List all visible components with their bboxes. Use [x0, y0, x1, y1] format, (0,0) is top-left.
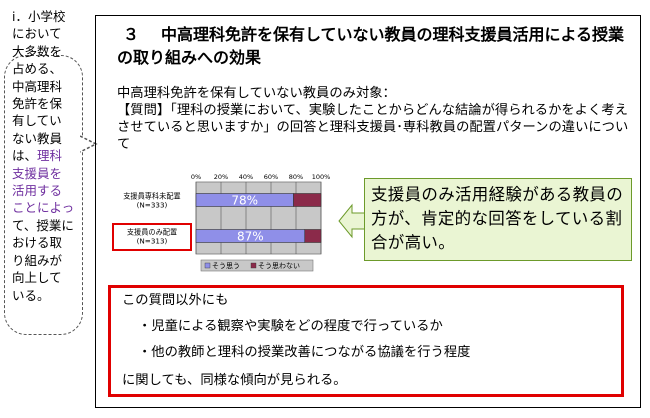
note-line-1: この質問以外にも — [122, 293, 229, 308]
target-line: 中高理科免許を保有していない教員のみ対象： — [117, 86, 396, 101]
survey-chart: 0% 20% 40% 60% 80% 100% 78% 支援員専科未配置(N=333) 87% 支… — [108, 170, 338, 280]
category-highlight — [112, 223, 192, 251]
bubble-text-part1: ⅰ．小学校において大多数を占める、中高理科免許を保有していない教員は、 — [12, 9, 66, 164]
x-tick-label: 0% — [191, 173, 201, 181]
survey-chart-svg: 0% 20% 40% 60% 80% 100% 78% 支援員専科未配置(N=333) 87% 支… — [112, 173, 331, 272]
legend-label: そう思わない — [258, 262, 300, 270]
note-line-3: ・他の教師と理科の授業改善につながる協議を行う程度 — [138, 345, 471, 360]
bubble-tail — [80, 135, 98, 153]
bar-disagree — [304, 229, 322, 243]
legend-swatch — [204, 262, 211, 269]
bubble-text: ⅰ．小学校において大多数を占める、中高理科免許を保有していない教員は、理科支援員… — [12, 8, 74, 304]
x-tick-label: 60% — [264, 173, 278, 181]
note-line-4: に関しても、同様な傾向が見られる。 — [122, 373, 347, 388]
section-title-text: 中高理科免許を保有していない教員の理科支援員活用による授業の取り組みへの効果 — [117, 25, 625, 67]
category-count: (N=333) — [137, 201, 168, 210]
data-label: 87% — [237, 230, 264, 244]
main-frame — [95, 15, 641, 408]
question-line: 【質問】「理科の授業において、実験したことからどんな結論が得られるかをよく考えさ… — [117, 103, 629, 152]
conclusion-callout — [364, 178, 632, 261]
section-number: ３ — [123, 25, 140, 44]
x-tick-label: 20% — [214, 173, 228, 181]
conclusion-text: 支援員のみ活用経験がある教員の方が、肯定的な回答をしている割合が高い。 — [371, 185, 623, 252]
legend-label: そう思う — [212, 262, 240, 270]
bar-disagree — [293, 193, 322, 207]
legend-swatch — [250, 262, 257, 269]
bubble-text-highlight: 理科支援員を活用することによっ — [12, 148, 74, 216]
category-label: 支援員専科未配置 — [123, 192, 181, 201]
speech-bubble — [4, 55, 83, 335]
x-tick-label: 40% — [239, 173, 253, 181]
note-line-2: ・児童による観察や実験をどの程度で行っているか — [138, 319, 443, 334]
note-box — [108, 285, 624, 397]
data-label: 78% — [231, 194, 258, 208]
x-tick-label: 100% — [312, 173, 331, 181]
callout-arrow — [338, 203, 367, 239]
category-count: (N=313) — [137, 237, 168, 246]
x-tick-label: 80% — [289, 173, 303, 181]
legend-box — [200, 259, 314, 272]
category-label: 支援員のみ配置 — [127, 228, 177, 237]
bubble-text-part3: て、授業における取り組みが向上している。 — [12, 217, 74, 303]
question-description: 中高理科免許を保有していない教員のみ対象： 【質問】「理科の授業において、実験し… — [117, 85, 637, 153]
